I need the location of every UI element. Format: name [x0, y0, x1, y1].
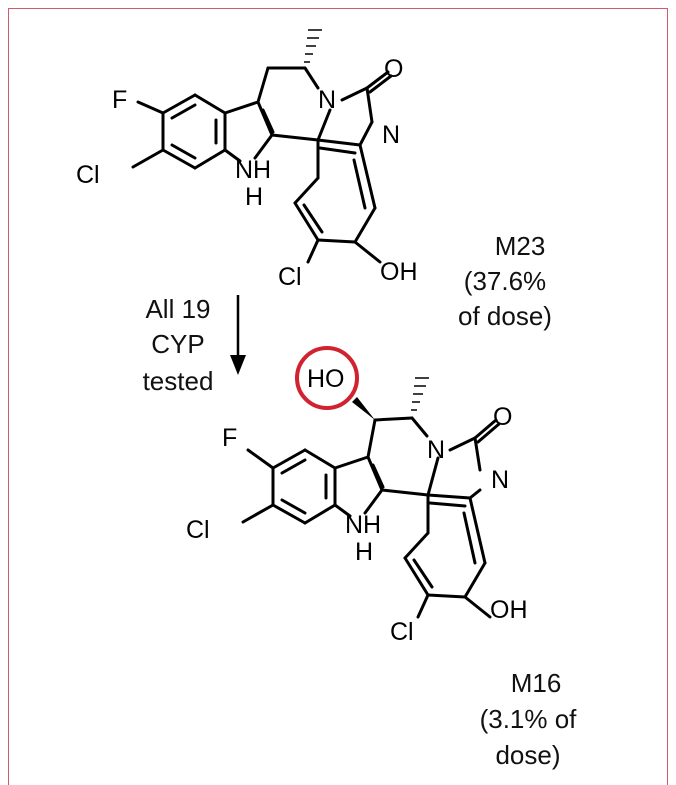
m16-ho-bold-wedge — [352, 397, 375, 420]
m23-of-dose: of dose) — [458, 301, 552, 331]
m16-piperidine-ring — [366, 416, 440, 497]
structure-m23: F Cl NH H N O N Cl OH — [76, 29, 418, 291]
condition-line-2: CYP — [151, 329, 204, 359]
m16-atom-h: H — [355, 538, 373, 566]
figure-frame — [8, 8, 668, 785]
m16-atom-oh: OH — [490, 596, 528, 624]
m16-atom-cl-left: Cl — [186, 516, 210, 544]
m23-piperidine-ring — [256, 66, 332, 142]
condition-line-3: tested — [143, 366, 214, 396]
m23-percent: (37.6% — [464, 266, 546, 296]
m16-lower-benzene-ring — [403, 493, 487, 599]
m23-atom-h: H — [245, 183, 263, 211]
condition-line-1: All 19 — [145, 294, 210, 324]
m16-lower-cl-bond — [416, 593, 430, 619]
m16-of-dose: dose) — [495, 740, 560, 770]
m16-atom-cl-lower: Cl — [390, 618, 414, 646]
m16-atom-n-ring: N — [427, 436, 445, 464]
m23-pyrrole-ring — [223, 100, 275, 163]
m23-pyrimidinone-ring — [316, 70, 393, 155]
m23-name: M23 — [495, 231, 546, 261]
m23-methyl-hash-wedge — [304, 29, 322, 63]
m16-atom-f: F — [222, 424, 237, 452]
m23-lower-cl-bond — [306, 238, 320, 264]
m16-percent: (3.1% of — [480, 704, 578, 734]
m23-benzene-ring — [161, 93, 227, 170]
m23-atom-nh: NH — [235, 156, 271, 184]
m16-pyrimidinone-ring — [426, 418, 501, 508]
m23-atom-n-ring: N — [318, 86, 336, 114]
m23-atom-oh: OH — [380, 258, 418, 286]
m23-lower-benzene-ring — [293, 138, 377, 244]
m23-oh-bond — [353, 240, 382, 264]
m23-f-bond — [136, 100, 165, 115]
m23-atom-f: F — [112, 86, 127, 114]
m16-atom-n-imine: N — [491, 466, 509, 494]
structure-m16: F Cl NH H N O N Cl OH HO — [186, 346, 528, 646]
m16-atom-nh: NH — [345, 511, 381, 539]
m23-atom-cl-lower: Cl — [278, 263, 302, 291]
m23-cl-bond — [131, 148, 165, 169]
m16-name: M16 — [511, 668, 562, 698]
m16-atom-o: O — [493, 403, 512, 431]
m23-atom-o: O — [384, 55, 403, 83]
m16-atom-ho: HO — [307, 365, 345, 393]
m16-f-bond — [246, 448, 275, 470]
m16-benzene-ring — [271, 448, 337, 525]
m16-pyrrole-ring — [333, 455, 385, 518]
m16-methyl-hash-wedge — [411, 377, 429, 411]
m16-oh-bond — [463, 595, 492, 619]
m16-cl-bond — [241, 503, 275, 524]
hydroxylation-highlight-circle — [295, 346, 359, 410]
m23-atom-cl-left: Cl — [76, 161, 100, 189]
reaction-arrow — [230, 295, 246, 375]
m23-atom-n-imine: N — [382, 121, 400, 149]
